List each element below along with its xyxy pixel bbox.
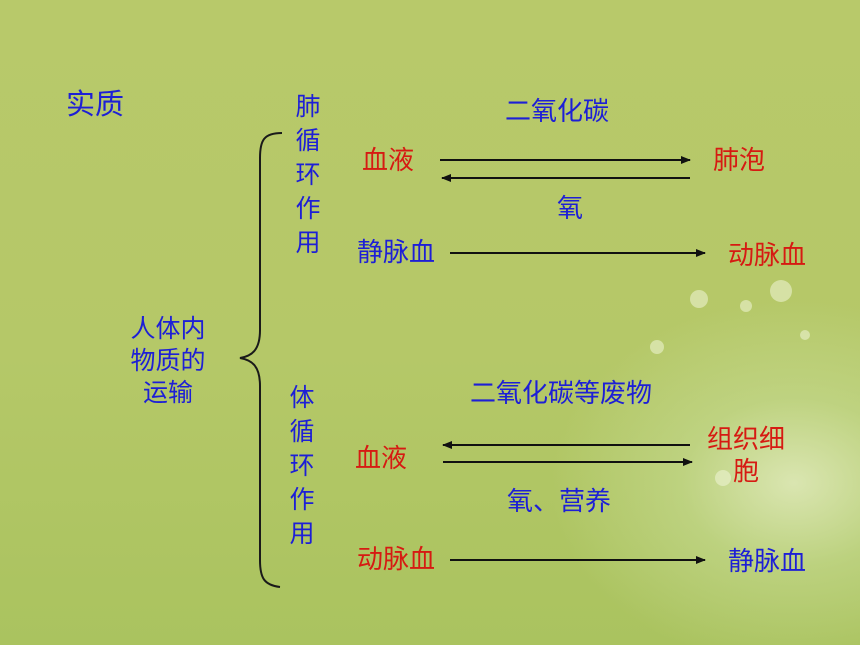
tissue-cell-line: 胞 — [732, 457, 759, 487]
tissue-cell-node: 组织细 胞 — [698, 424, 794, 488]
left-brace — [239, 132, 283, 588]
pulmonary-bottom-label: 氧 — [557, 194, 584, 224]
pulmonary-circulation-label: 肺 循 环 作 用 — [293, 90, 323, 260]
root-label: 人体内 物质的 运输 — [118, 313, 218, 409]
root-label-line: 物质的 — [130, 346, 206, 375]
label-char: 循 — [289, 417, 315, 446]
label-char: 作 — [289, 485, 315, 514]
label-char: 环 — [289, 451, 315, 480]
bokeh-decoration — [740, 300, 752, 312]
root-label-line: 运输 — [142, 378, 193, 407]
tissue-cell-line: 组织细 — [706, 425, 785, 455]
label-char: 环 — [295, 160, 321, 189]
label-char: 肺 — [295, 92, 321, 121]
systemic-circulation-label: 体 循 环 作 用 — [287, 381, 317, 551]
bokeh-decoration — [690, 290, 708, 308]
venous-blood-label: 静脉血 — [357, 238, 436, 268]
bokeh-decoration — [770, 280, 792, 302]
alveoli-node: 肺泡 — [713, 146, 766, 176]
label-char: 用 — [289, 519, 315, 548]
grass-decoration — [530, 285, 860, 645]
bokeh-decoration — [650, 340, 664, 354]
pulmonary-top-label: 二氧化碳 — [505, 97, 610, 127]
bokeh-decoration — [800, 330, 810, 340]
root-label-line: 人体内 — [130, 314, 206, 343]
systemic-blood-node: 血液 — [355, 444, 408, 474]
label-char: 循 — [295, 126, 321, 155]
arterial-blood-label: 动脉血 — [728, 241, 807, 271]
bokeh-decoration — [715, 470, 731, 486]
label-char: 用 — [295, 228, 321, 257]
venous-blood-label-systemic: 静脉血 — [728, 547, 807, 577]
pulmonary-blood-node: 血液 — [362, 146, 415, 176]
page-title: 实质 — [66, 87, 125, 121]
systemic-top-label: 二氧化碳等废物 — [470, 379, 653, 409]
arterial-blood-label-systemic: 动脉血 — [357, 545, 436, 575]
label-char: 体 — [289, 383, 315, 412]
systemic-bottom-label: 氧、营养 — [507, 487, 612, 517]
label-char: 作 — [295, 194, 321, 223]
